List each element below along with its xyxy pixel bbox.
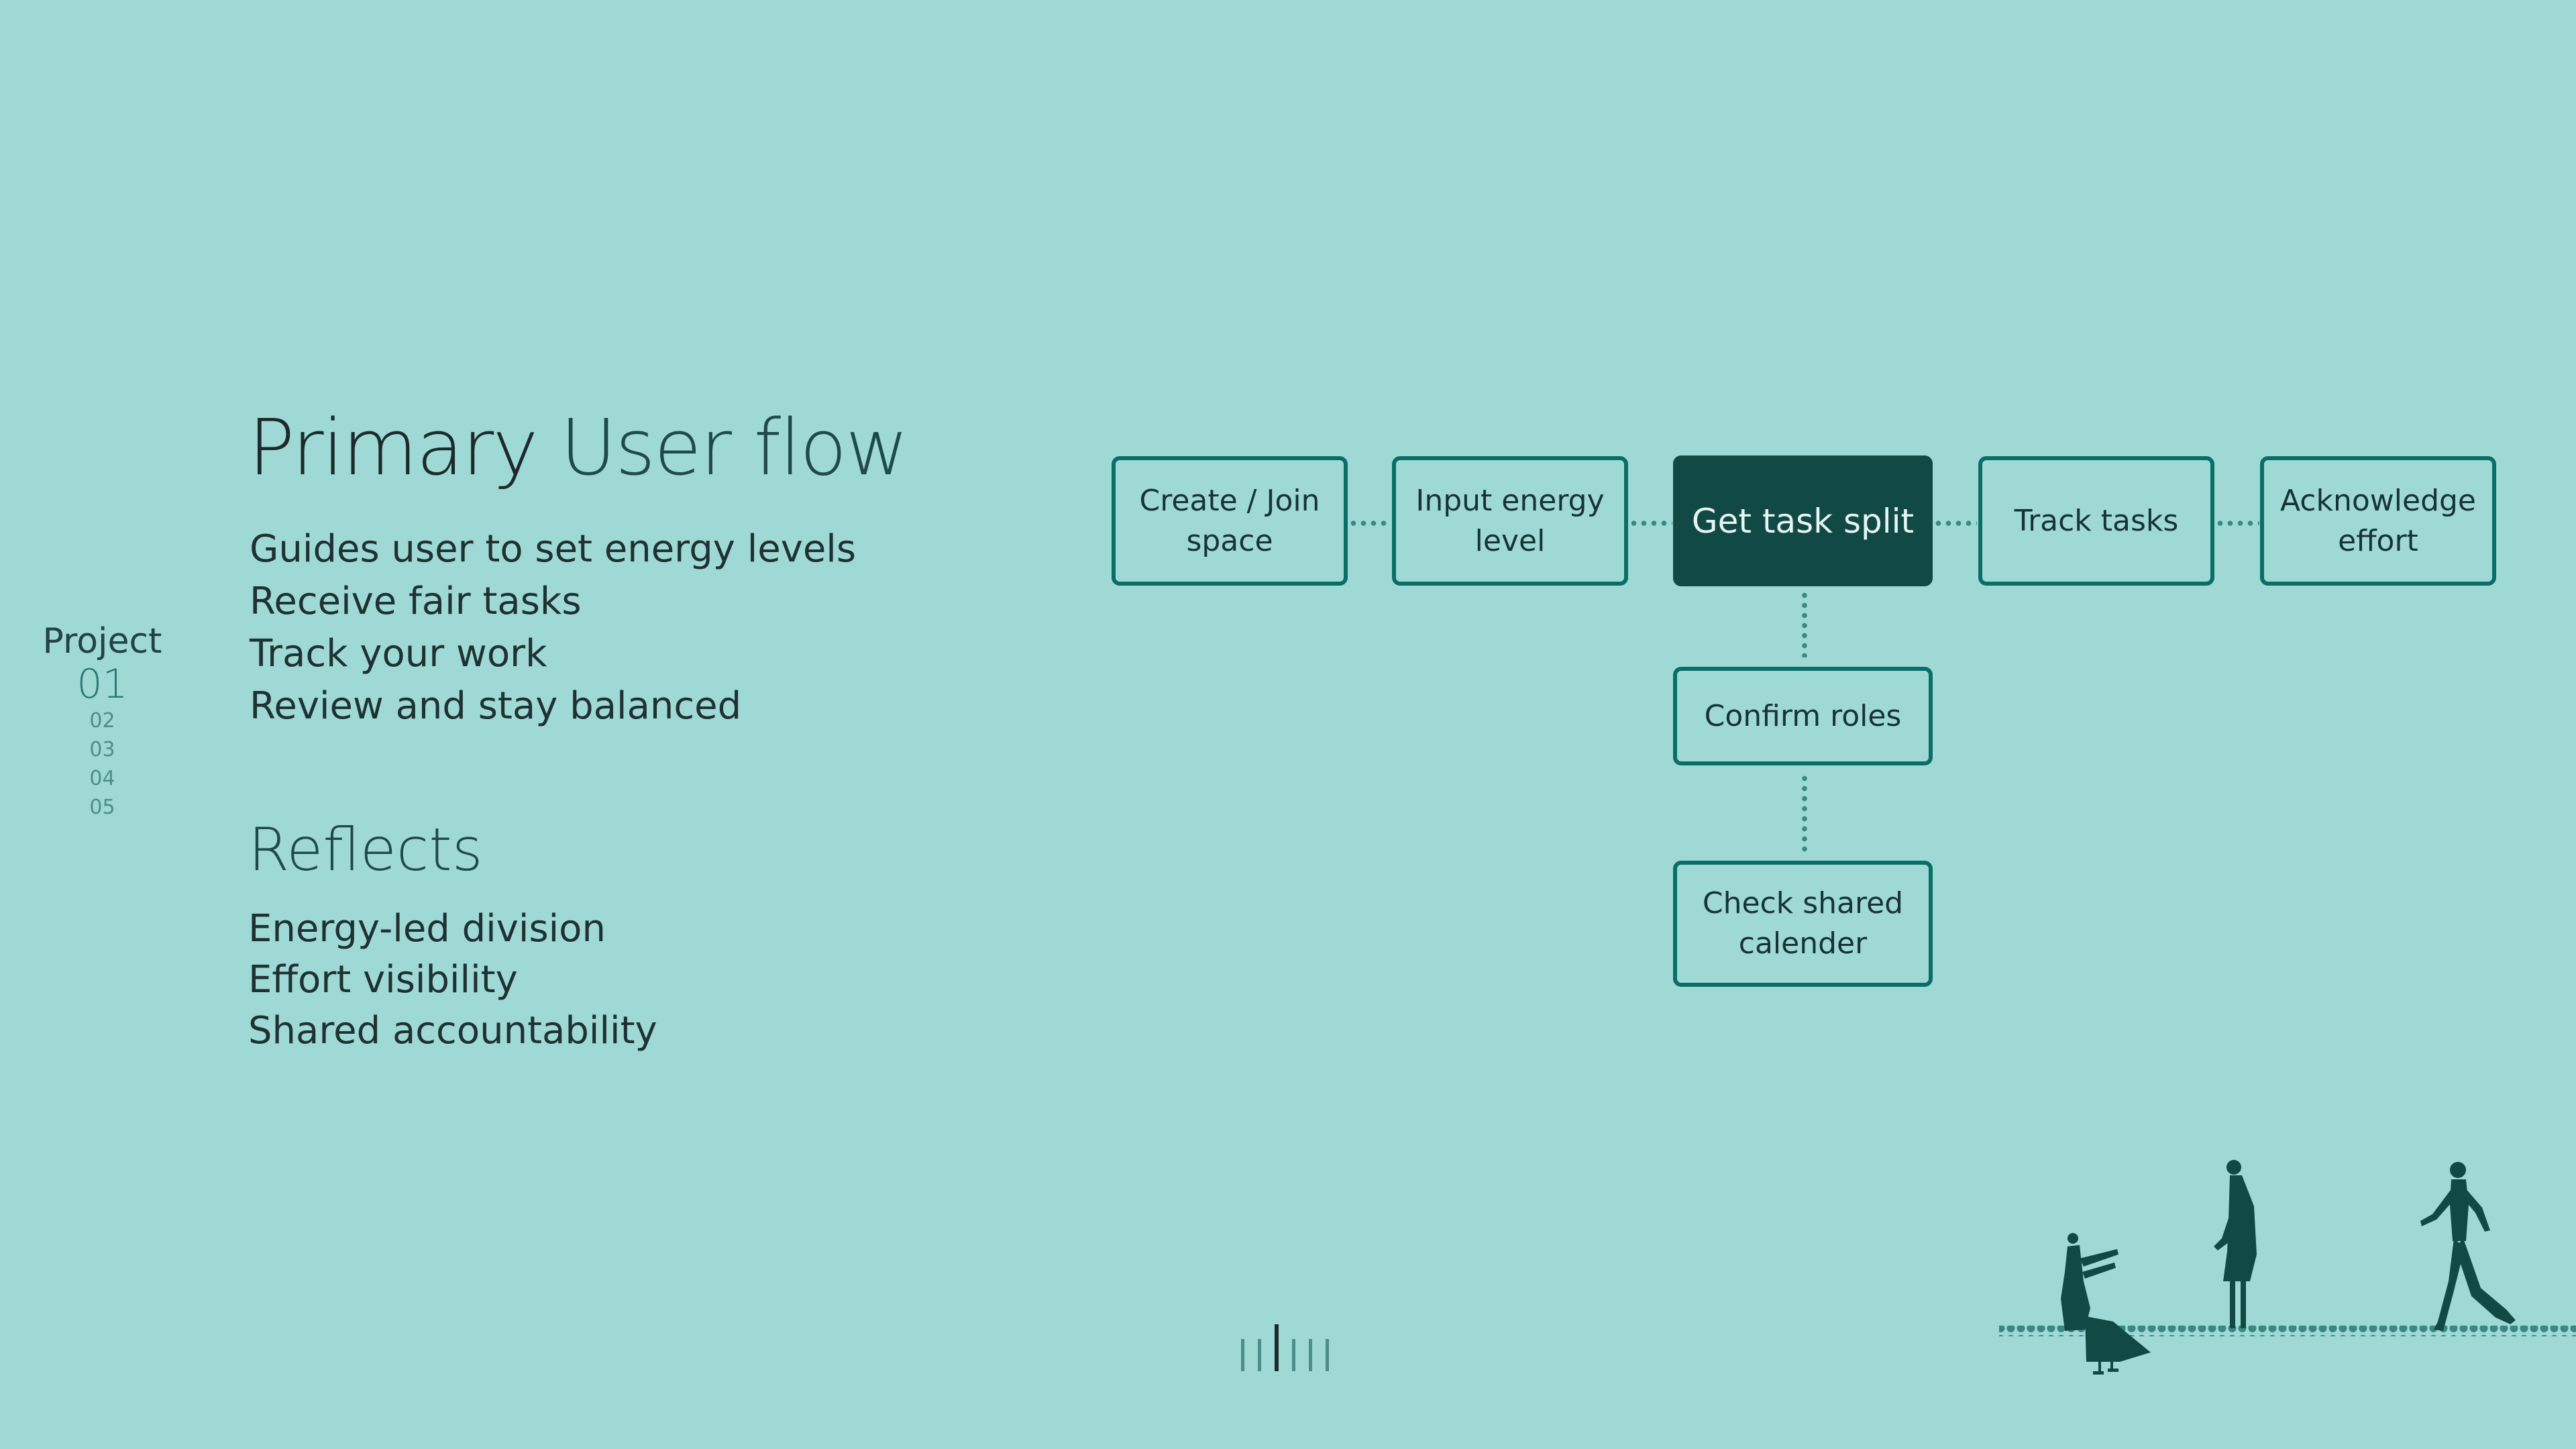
project-number-link[interactable]: 04 — [89, 767, 115, 791]
sitting-person-icon — [2061, 1233, 2151, 1375]
flow-node-label: Check shared calender — [1702, 886, 1904, 961]
intro-item: Review and stay balanced — [250, 684, 742, 728]
project-number-current[interactable]: 01 — [76, 661, 128, 708]
flow-node-label: Create / Join space — [1139, 483, 1320, 558]
pager-tick[interactable] — [1292, 1339, 1295, 1371]
flow-node-confirm-roles[interactable]: Confirm roles — [1673, 667, 1933, 765]
flow-connector — [1802, 773, 1807, 853]
flow-node-label: Acknowledge effort — [2279, 483, 2476, 558]
flow-connector — [1348, 521, 1391, 526]
flow-connector — [1629, 521, 1672, 526]
flow-node-input-energy[interactable]: Input energy level — [1392, 456, 1628, 586]
flow-connector — [1802, 590, 1807, 657]
reflects-heading: Reflects — [248, 815, 483, 884]
flow-node-label: Confirm roles — [1704, 698, 1902, 733]
pager-tick[interactable] — [1258, 1339, 1261, 1371]
walking-person-icon — [2420, 1162, 2516, 1331]
flow-connector — [2215, 521, 2259, 526]
reflects-list: Energy-led division Effort visibility Sh… — [248, 904, 657, 1057]
project-number-link[interactable]: 02 — [89, 709, 115, 733]
page-title: Primary User flow — [248, 403, 909, 493]
pager-tick[interactable] — [1309, 1339, 1312, 1371]
project-number-link[interactable]: 05 — [89, 796, 115, 820]
project-index: Project 01 02 03 04 05 — [34, 621, 171, 822]
pager-tick[interactable] — [1241, 1339, 1244, 1371]
ground-dotted-line — [1999, 1326, 2576, 1336]
intro-item: Receive fair tasks — [250, 580, 582, 623]
title-part-user-flow: User flow — [559, 403, 909, 493]
flow-node-check-calendar[interactable]: Check shared calender — [1673, 861, 1933, 987]
standing-person-icon — [2214, 1160, 2257, 1328]
project-number-link[interactable]: 03 — [89, 738, 115, 762]
reflects-item: Energy-led division — [248, 907, 606, 951]
slide-pager[interactable] — [1234, 1322, 1348, 1375]
flow-node-get-task-split[interactable]: Get task split — [1673, 455, 1933, 586]
title-part-primary: Primary — [248, 403, 538, 493]
pager-tick-active[interactable] — [1275, 1324, 1279, 1371]
flow-node-label: Track tasks — [2014, 503, 2179, 538]
flow-node-create-join[interactable]: Create / Join space — [1112, 456, 1348, 586]
intro-list: Guides user to set energy levels Receive… — [250, 523, 856, 733]
intro-item: Track your work — [250, 632, 547, 676]
flow-node-label: Input energy level — [1415, 483, 1605, 558]
reflects-item: Shared accountability — [248, 1009, 657, 1053]
flow-node-acknowledge-effort[interactable]: Acknowledge effort — [2260, 456, 2496, 586]
reflects-item: Effort visibility — [248, 958, 518, 1002]
people-illustration — [1999, 1160, 2576, 1375]
flow-connector — [1933, 521, 1977, 526]
intro-item: Guides user to set energy levels — [250, 527, 857, 571]
pager-tick[interactable] — [1326, 1339, 1329, 1371]
flow-node-track-tasks[interactable]: Track tasks — [1978, 456, 2214, 586]
flow-node-label: Get task split — [1691, 501, 1915, 541]
project-label: Project — [42, 621, 162, 661]
